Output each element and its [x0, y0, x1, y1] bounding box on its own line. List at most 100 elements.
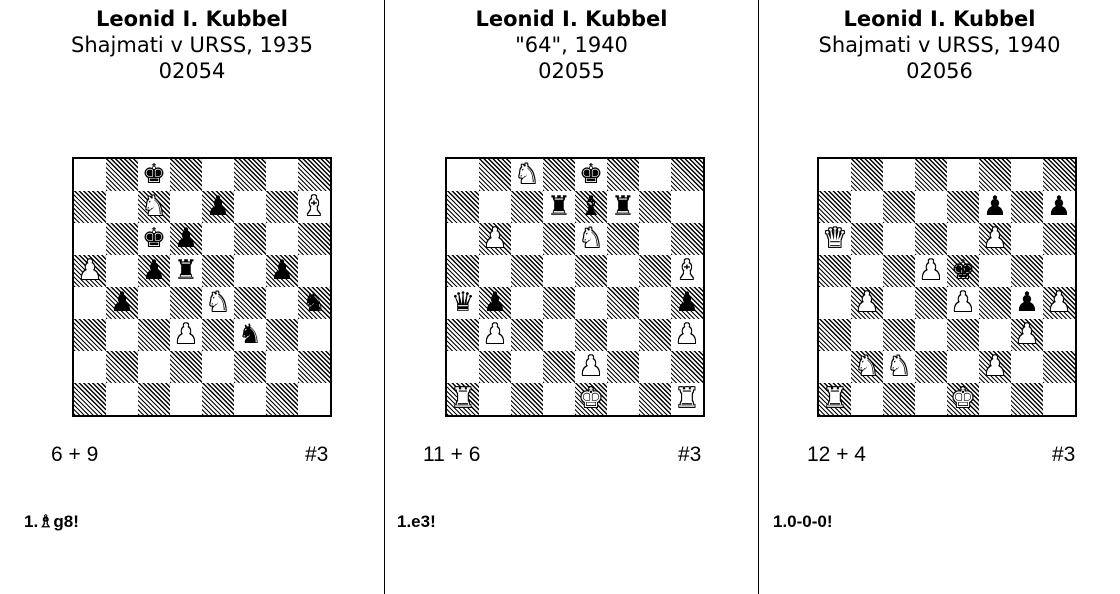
square-f1: [234, 383, 266, 415]
square-g3: [639, 319, 671, 351]
white-pawn-icon: ♟: [671, 319, 703, 351]
square-h3: [298, 319, 330, 351]
square-c4: [883, 287, 915, 319]
square-f8: [234, 159, 266, 191]
square-c2: ♞: [883, 351, 915, 383]
black-queen-icon: ♛: [447, 287, 479, 319]
square-e4: [575, 287, 607, 319]
black-rook-icon: ♜: [170, 255, 202, 287]
black-pawn-icon: ♟: [979, 191, 1011, 223]
square-h2: [1043, 351, 1075, 383]
square-b5: [479, 255, 511, 287]
square-b4: ♟: [479, 287, 511, 319]
square-d3: [915, 319, 947, 351]
square-f1: [607, 383, 639, 415]
square-b5: [106, 255, 138, 287]
square-d5: ♜: [170, 255, 202, 287]
square-d6: [543, 223, 575, 255]
stipulation: #3: [678, 443, 701, 467]
square-b8: [851, 159, 883, 191]
square-b6: [851, 223, 883, 255]
square-a2: [819, 351, 851, 383]
square-a6: ♛: [819, 223, 851, 255]
white-pawn-icon: ♟: [915, 255, 947, 287]
square-h6: [1043, 223, 1075, 255]
square-c4: [511, 287, 543, 319]
square-d7: [915, 191, 947, 223]
square-b2: ♞: [851, 351, 883, 383]
square-d7: [170, 191, 202, 223]
problem-column: Leonid I. Kubbel Shajmati v URSS, 1940 0…: [759, 0, 1120, 594]
square-c1: [138, 383, 170, 415]
square-h1: [298, 383, 330, 415]
white-bishop-icon: ♝: [298, 191, 330, 223]
author: Leonid I. Kubbel: [759, 6, 1120, 32]
square-e3: [947, 319, 979, 351]
square-h7: [671, 191, 703, 223]
square-e1: [202, 383, 234, 415]
square-h6: [671, 223, 703, 255]
square-h2: [298, 351, 330, 383]
square-g1: [266, 383, 298, 415]
square-d5: ♟: [915, 255, 947, 287]
square-b3: [106, 319, 138, 351]
square-h5: ♝: [671, 255, 703, 287]
square-h2: [671, 351, 703, 383]
square-c6: [511, 223, 543, 255]
square-d7: ♜: [543, 191, 575, 223]
square-f2: ♟: [979, 351, 1011, 383]
white-pawn-icon: ♟: [851, 287, 883, 319]
square-d8: [915, 159, 947, 191]
square-d1: [170, 383, 202, 415]
square-f3: [979, 319, 1011, 351]
problem-column: Leonid I. Kubbel "64", 1940 02055 ♞♚♜♝♜♟…: [385, 0, 758, 594]
white-pawn-icon: ♟: [575, 351, 607, 383]
square-e5: [575, 255, 607, 287]
problem-column: Leonid I. Kubbel Shajmati v URSS, 1935 0…: [0, 0, 384, 594]
square-f1: [979, 383, 1011, 415]
square-b2: [479, 351, 511, 383]
square-h4: ♟: [1043, 287, 1075, 319]
square-g6: [639, 223, 671, 255]
square-f6: [234, 223, 266, 255]
square-g2: [639, 351, 671, 383]
square-d4: [170, 287, 202, 319]
black-rook-icon: ♜: [607, 191, 639, 223]
square-d1: [915, 383, 947, 415]
square-h5: [298, 255, 330, 287]
square-h1: [1043, 383, 1075, 415]
square-a3: [819, 319, 851, 351]
square-f4: [607, 287, 639, 319]
white-pawn-icon: ♟: [1043, 287, 1075, 319]
black-knight-icon: ♞: [298, 287, 330, 319]
black-king-icon: ♚: [575, 159, 607, 191]
square-c7: ♞: [138, 191, 170, 223]
square-g4: [639, 287, 671, 319]
solution-key: 1.0-0-0!: [773, 512, 833, 532]
square-c5: ♟: [138, 255, 170, 287]
white-knight-icon: ♞: [138, 191, 170, 223]
square-g8: [266, 159, 298, 191]
white-pawn-icon: ♟: [479, 319, 511, 351]
square-e5: ♚: [947, 255, 979, 287]
square-d4: [915, 287, 947, 319]
square-e8: ♚: [575, 159, 607, 191]
square-c8: ♚: [138, 159, 170, 191]
square-h1: ♜: [671, 383, 703, 415]
white-bishop-icon: ♝: [671, 255, 703, 287]
square-c7: [511, 191, 543, 223]
square-a8: [447, 159, 479, 191]
square-d2: [543, 351, 575, 383]
square-a8: [74, 159, 106, 191]
square-d2: [915, 351, 947, 383]
square-a1: ♜: [819, 383, 851, 415]
square-a1: ♜: [447, 383, 479, 415]
square-e6: [202, 223, 234, 255]
square-a1: [74, 383, 106, 415]
square-b6: [106, 223, 138, 255]
square-e8: [947, 159, 979, 191]
square-b2: [106, 351, 138, 383]
black-pawn-icon: ♟: [671, 287, 703, 319]
square-f7: ♜: [607, 191, 639, 223]
